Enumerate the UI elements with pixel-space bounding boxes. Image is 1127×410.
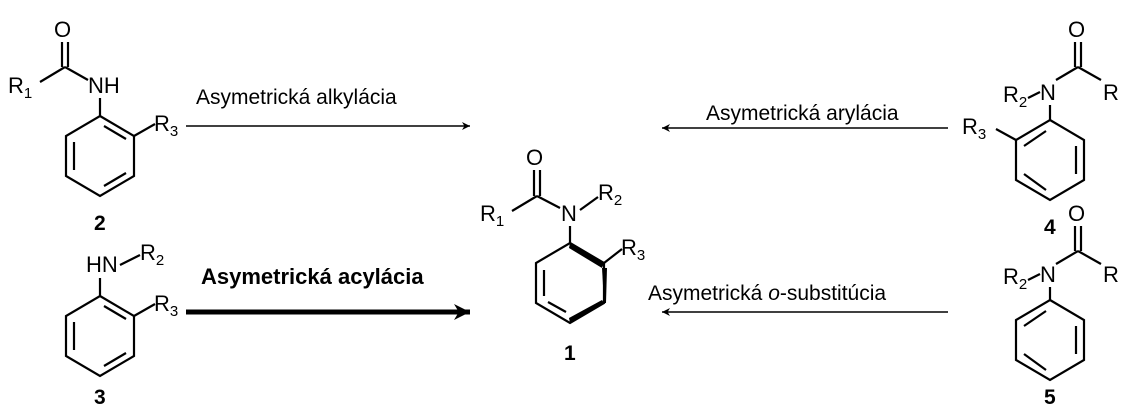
atom-r2: R2 xyxy=(598,180,622,209)
atom-r3: R3 xyxy=(154,291,178,320)
atom-o: O xyxy=(54,17,71,42)
atom-r3: R3 xyxy=(621,235,645,264)
atom-r2: R2 xyxy=(1003,264,1027,293)
label-acylation: Asymetrická acylácia xyxy=(201,264,424,289)
atom-n: N xyxy=(1040,80,1056,105)
compound-4: O R2 N R R3 4 xyxy=(962,17,1119,239)
atom-r3: R3 xyxy=(154,111,178,140)
compound-label-2: 2 xyxy=(94,212,106,235)
atom-r1: R1 xyxy=(8,73,32,102)
compound-1: O R1 N R2 R3 1 xyxy=(480,145,645,365)
compound-3: HN R2 R3 3 xyxy=(64,240,178,409)
label-arylation: Asymetrická arylácia xyxy=(706,102,899,125)
atom-o: O xyxy=(526,145,543,170)
compound-5: O R2 N R 5 xyxy=(1003,201,1119,409)
arrow-o-substitution: Asymetrická o-substitúcia xyxy=(648,282,948,316)
compound-label-4: 4 xyxy=(1044,216,1056,239)
atom-r4: R xyxy=(1103,80,1119,105)
atom-r2: R2 xyxy=(140,240,164,269)
atom-nh: NH xyxy=(88,73,120,98)
atom-n: N xyxy=(561,201,577,226)
atom-r3: R3 xyxy=(962,114,986,143)
label-alkylation: Asymetrická alkylácia xyxy=(196,86,397,109)
atom-o: O xyxy=(1068,201,1085,226)
atom-n: N xyxy=(1040,262,1056,287)
arrow-acylation: Asymetrická acylácia xyxy=(186,264,470,320)
atom-r2: R2 xyxy=(1003,82,1027,111)
arrow-alkylation: Asymetrická alkylácia xyxy=(186,86,470,130)
arrow-arylation: Asymetrická arylácia xyxy=(662,102,948,132)
compound-label-5: 5 xyxy=(1044,386,1056,409)
compound-2: O R1 NH R3 2 xyxy=(8,17,178,235)
atom-hn: HN xyxy=(86,252,118,277)
compound-label-1: 1 xyxy=(564,342,576,365)
atom-r1: R1 xyxy=(480,201,504,230)
atom-r4: R xyxy=(1103,262,1119,287)
compound-label-3: 3 xyxy=(94,386,106,409)
atom-o: O xyxy=(1068,17,1085,42)
label-o-substitution: Asymetrická o-substitúcia xyxy=(648,282,886,305)
